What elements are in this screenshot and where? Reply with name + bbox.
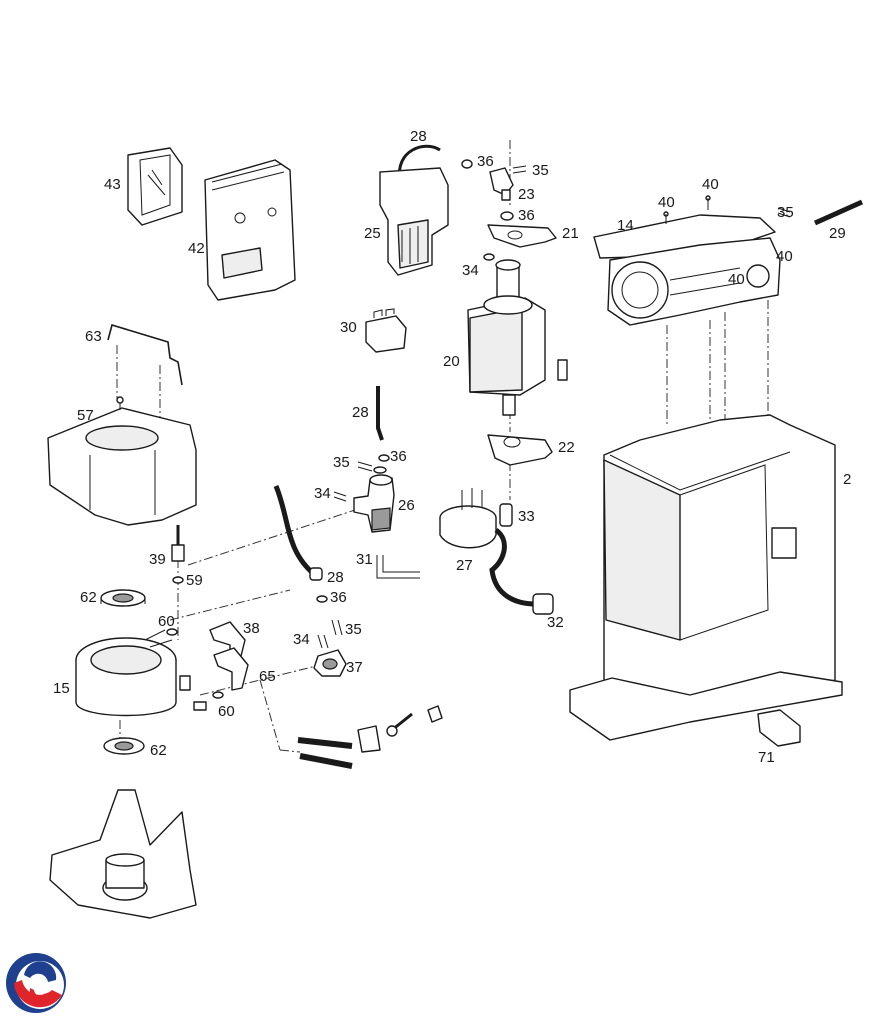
callout-25: 25 xyxy=(364,225,381,242)
callout-35: 35 xyxy=(532,162,549,179)
callout-32: 32 xyxy=(547,614,564,631)
tube-28-mid xyxy=(376,386,384,441)
pump-20 xyxy=(467,259,568,416)
callout-40: 40 xyxy=(776,248,793,265)
callout-60: 60 xyxy=(218,703,235,720)
clip-63 xyxy=(107,323,183,386)
callouts: 43 42 28 36 35 23 36 21 25 34 40 40 14 3… xyxy=(53,128,851,766)
callout-34: 34 xyxy=(314,485,331,502)
callout-40: 40 xyxy=(658,194,675,211)
callout-37: 37 xyxy=(346,659,363,676)
callout-43: 43 xyxy=(104,176,121,193)
tube-28-low xyxy=(273,485,323,581)
callout-35: 35 xyxy=(333,454,350,471)
callout-28: 28 xyxy=(410,128,427,145)
small-parts-low xyxy=(316,595,343,649)
callout-65: 65 xyxy=(259,668,276,685)
callout-42: 42 xyxy=(188,240,205,257)
callout-23: 23 xyxy=(518,186,535,203)
rods xyxy=(297,705,443,769)
callout-63: 63 xyxy=(85,328,102,345)
base-frame xyxy=(49,789,197,919)
heater-27 xyxy=(439,488,513,549)
tube-29 xyxy=(777,199,864,226)
callout-36: 36 xyxy=(518,207,535,224)
callout-28: 28 xyxy=(352,404,369,421)
callout-36: 36 xyxy=(477,153,494,170)
callout-36: 36 xyxy=(330,589,347,606)
boiler-15 xyxy=(75,629,207,717)
callout-2: 2 xyxy=(843,471,851,488)
small-parts-top xyxy=(461,159,527,261)
callout-15: 15 xyxy=(53,680,70,697)
callout-62: 62 xyxy=(80,589,97,606)
small-parts-mid xyxy=(333,454,390,502)
callout-34: 34 xyxy=(293,631,310,648)
callout-30: 30 xyxy=(340,319,357,336)
washer-60b xyxy=(212,691,224,699)
pin-39 xyxy=(171,525,185,584)
callout-59: 59 xyxy=(186,572,203,589)
callout-26: 26 xyxy=(398,497,415,514)
callout-14: 14 xyxy=(617,217,634,234)
callout-33: 33 xyxy=(518,508,535,525)
brew-unit-14 xyxy=(593,195,781,326)
callout-22: 22 xyxy=(558,439,575,456)
callout-62: 62 xyxy=(150,742,167,759)
chassis-2 xyxy=(569,414,843,741)
callout-39: 39 xyxy=(149,551,166,568)
ring-62-lower xyxy=(103,737,145,755)
callout-57: 57 xyxy=(77,407,94,424)
elbow-31 xyxy=(376,555,420,579)
callout-31: 31 xyxy=(356,551,373,568)
callout-35: 35 xyxy=(345,621,362,638)
bracket-21 xyxy=(487,224,557,248)
elbows-38-65 xyxy=(209,621,249,691)
callout-28: 28 xyxy=(327,569,344,586)
flowmeter-25 xyxy=(379,167,449,276)
control-board-42 xyxy=(204,159,296,301)
tube-32 xyxy=(489,527,554,615)
callout-38: 38 xyxy=(243,620,260,637)
callout-21: 21 xyxy=(562,225,579,242)
callout-27: 27 xyxy=(456,557,473,574)
callout-34: 34 xyxy=(462,262,479,279)
washer-60a xyxy=(166,628,178,636)
callout-29: 29 xyxy=(829,225,846,242)
ring-62-upper xyxy=(100,589,146,607)
callout-71: 71 xyxy=(758,749,775,766)
callout-35: 35 xyxy=(777,204,794,221)
valve-26 xyxy=(353,474,395,533)
callout-40: 40 xyxy=(702,176,719,193)
bracket-71 xyxy=(757,709,801,747)
fitting-37 xyxy=(313,649,347,677)
callout-20: 20 xyxy=(443,353,460,370)
bracket-43 xyxy=(127,147,183,226)
brand-logo xyxy=(6,953,66,1013)
callout-36: 36 xyxy=(390,448,407,465)
callout-40: 40 xyxy=(728,271,745,288)
bracket-22 xyxy=(487,434,553,466)
connector-30 xyxy=(365,308,407,353)
cover-57 xyxy=(47,396,197,526)
callout-60: 60 xyxy=(158,613,175,630)
